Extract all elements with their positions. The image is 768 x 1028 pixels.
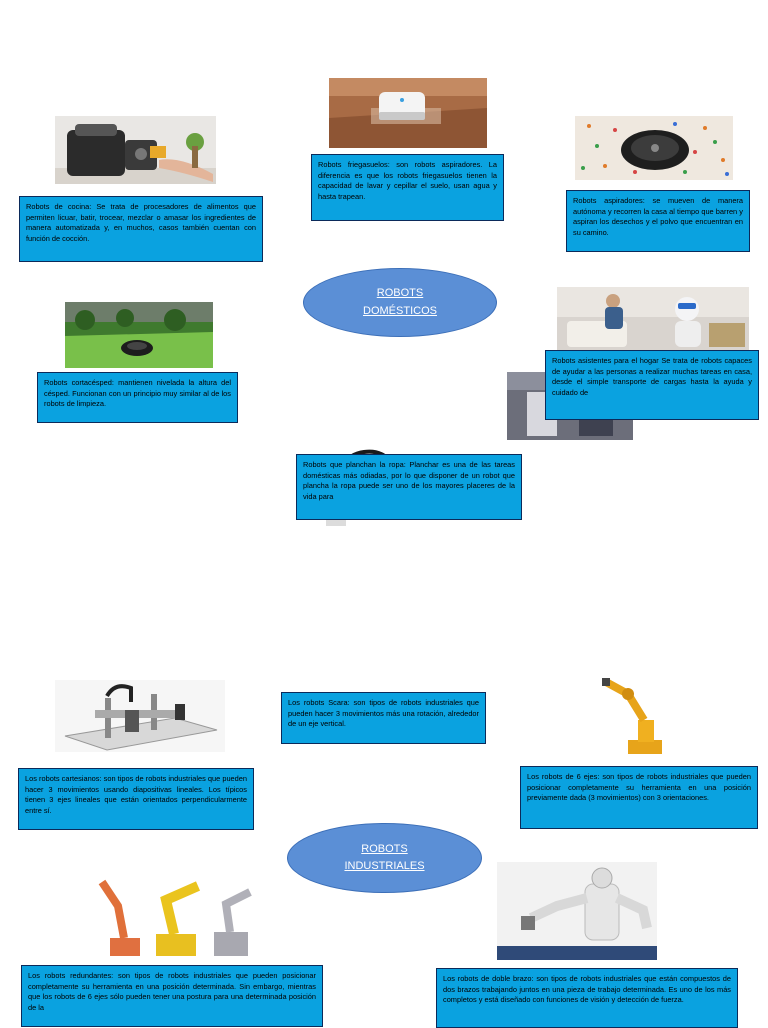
cartesian-robot-image: [55, 680, 225, 752]
kitchen-robot-description: Robots de cocina: Se trata de procesador…: [19, 196, 263, 262]
dual-arm-robot-description: Los robots de doble brazo: son tipos de …: [436, 968, 738, 1028]
domestic-robots-title: ROBOTS DOMÉSTICOS: [303, 268, 497, 337]
cartesian-robot-description: Los robots cartesianos: son tipos de rob…: [18, 768, 254, 830]
industrial-robots-title: ROBOTS INDUSTRIALES: [287, 823, 482, 893]
redundant-robot-description: Los robots redundantes: son tipos de rob…: [21, 965, 323, 1027]
vacuum-robot-image: [575, 116, 733, 180]
six-axis-robot-description: Los robots de 6 ejes: son tipos de robot…: [520, 766, 758, 829]
kitchen-robot-image: [55, 116, 216, 184]
dual-arm-robot-image: [497, 862, 657, 960]
domestic-robots-title-text: ROBOTS DOMÉSTICOS: [363, 285, 437, 319]
mop-robot-description: Robots friegasuelos: son robots aspirado…: [311, 154, 504, 221]
six-axis-robot-image: [598, 672, 682, 758]
assistant-robot-description: Robots asistentes para el hogar Se trata…: [545, 350, 759, 420]
mop-robot-image: [329, 78, 487, 148]
redundant-robot-image: [98, 872, 260, 960]
mower-robot-description: Robots cortacésped: mantienen nivelada l…: [37, 372, 238, 423]
ironing-robot-description: Robots que planchan la ropa: Planchar es…: [296, 454, 522, 520]
mower-robot-image: [65, 302, 213, 368]
industrial-robots-title-text: ROBOTS INDUSTRIALES: [344, 841, 424, 875]
scara-robot-description: Los robots Scara: son tipos de robots in…: [281, 692, 486, 744]
assistant-robot-image: [557, 287, 749, 353]
vacuum-robot-description: Robots aspiradores: se mueven de manera …: [566, 190, 750, 252]
